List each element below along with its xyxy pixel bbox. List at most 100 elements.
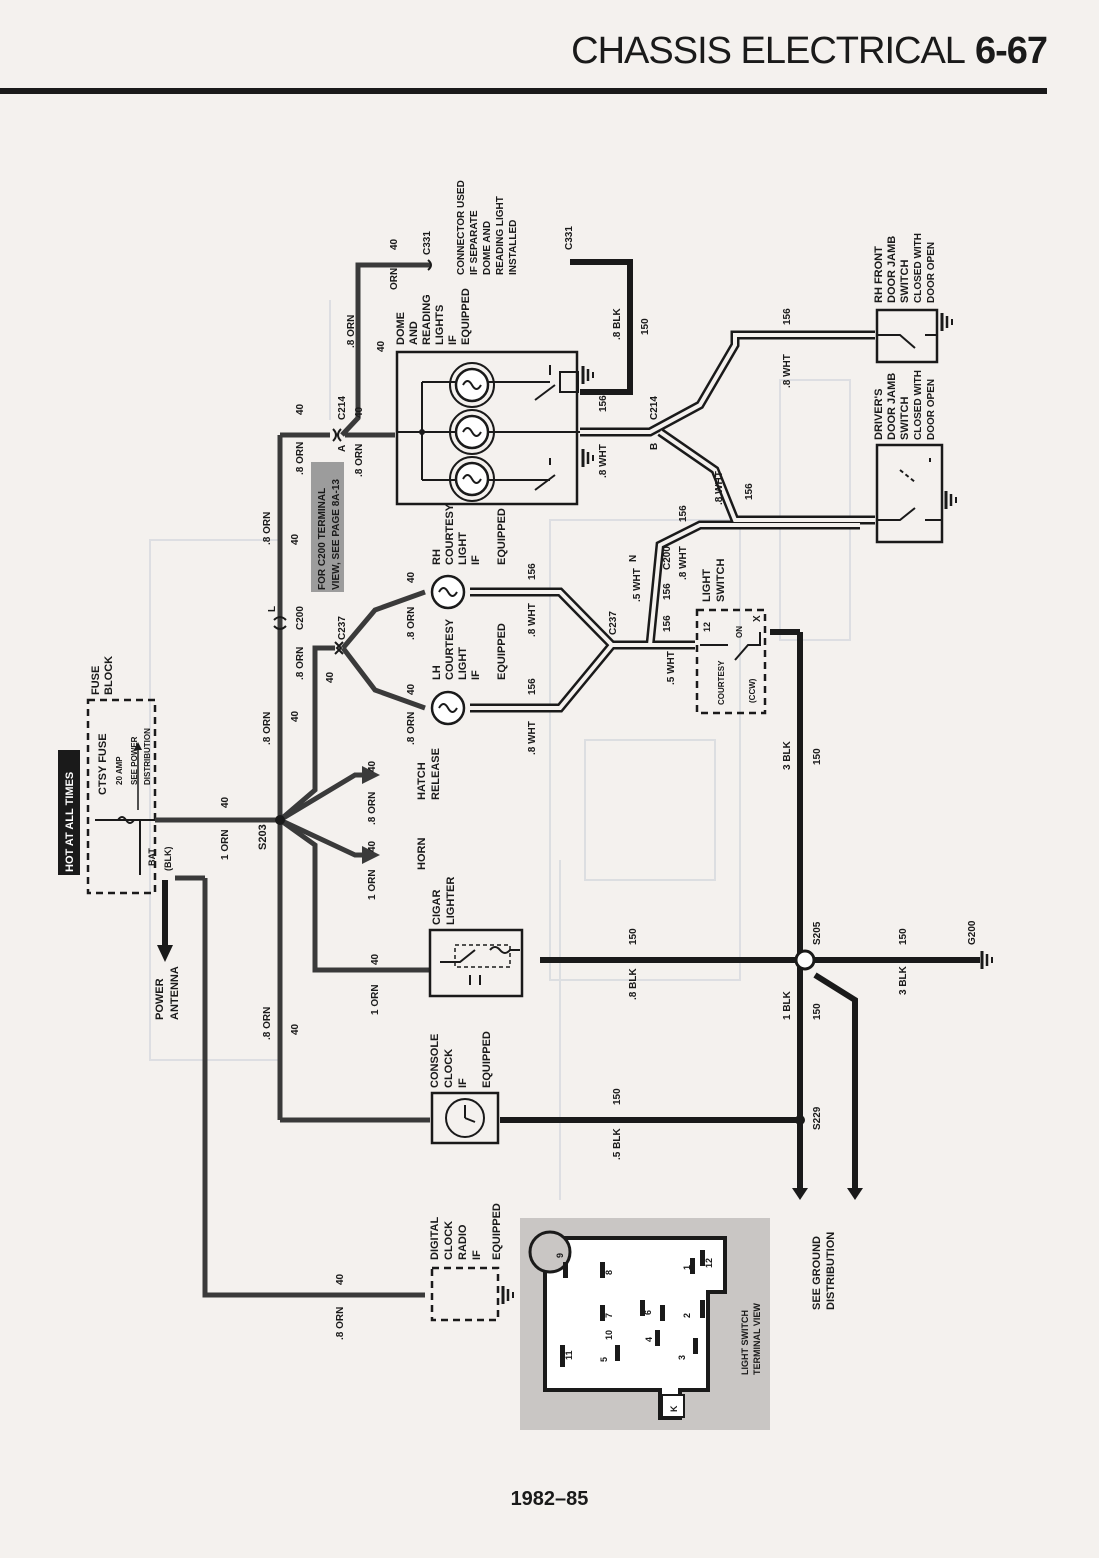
term-4: 4 bbox=[644, 1337, 654, 1342]
drv-jamb-1: DRIVER'S bbox=[873, 388, 885, 440]
term-8: 8 bbox=[604, 1270, 614, 1275]
splice-s203 bbox=[275, 815, 285, 825]
w-8orn-l: .8 ORN bbox=[335, 1307, 346, 1340]
header-rule bbox=[0, 88, 1047, 94]
w-150-d: 150 bbox=[812, 748, 823, 765]
w-40-o: 40 bbox=[335, 1273, 346, 1285]
s205-label: S205 bbox=[812, 921, 823, 945]
cigar-1: CIGAR bbox=[431, 890, 443, 926]
rh-1: RH bbox=[431, 549, 443, 565]
orn-wires bbox=[155, 262, 430, 1298]
s203-label: S203 bbox=[257, 824, 269, 850]
ground-dist-1: SEE GROUND bbox=[811, 1236, 823, 1310]
radio-5: EQUIPPED bbox=[491, 1203, 503, 1260]
w-8blk-a: .8 BLK bbox=[612, 308, 623, 340]
ls-pin-12: 12 bbox=[702, 622, 712, 632]
w-156-g: 156 bbox=[662, 583, 673, 600]
w-8wht-f: .8 WHT bbox=[678, 546, 689, 580]
page-number: 6-67 bbox=[974, 30, 1048, 72]
drv-jamb-3: SWITCH bbox=[899, 397, 911, 440]
hatch-2: RELEASE bbox=[430, 748, 442, 800]
c237-label-a: C237 bbox=[337, 616, 348, 640]
w-150-a: 150 bbox=[640, 318, 651, 335]
w-40-a: 40 bbox=[220, 796, 231, 808]
horn-label: HORN bbox=[416, 838, 428, 870]
term-k: K bbox=[669, 1405, 679, 1412]
hatch-arrow bbox=[362, 766, 380, 784]
w-156-h: 156 bbox=[662, 615, 673, 632]
w-8orn-h: .8 ORN bbox=[406, 607, 417, 640]
splice-s205 bbox=[794, 949, 816, 971]
w-8wht-c: .8 WHT bbox=[714, 471, 725, 505]
w-40-h: 40 bbox=[354, 406, 365, 418]
w-40-m: 40 bbox=[370, 953, 381, 965]
fuse-block-label-2: BLOCK bbox=[103, 656, 115, 695]
w-40-i: 40 bbox=[406, 571, 417, 583]
dome-1: DOME bbox=[395, 312, 407, 345]
light-switch: LIGHT SWITCH COURTESY ON (CCW) 12 X bbox=[695, 559, 767, 715]
c214-pin-b: B bbox=[649, 443, 660, 450]
wht-labels: 156 .8 WHT C214 B 156 .8 WHT .8 WHT 156 … bbox=[527, 308, 793, 755]
tv-2: TERMINAL VIEW bbox=[752, 1303, 762, 1375]
rh-jamb-3: SWITCH bbox=[899, 260, 911, 303]
clock-4: EQUIPPED bbox=[481, 1031, 493, 1088]
digital-clock-radio: DIGITAL CLOCK RADIO IF EQUIPPED bbox=[429, 1203, 515, 1322]
term-5: 5 bbox=[599, 1357, 609, 1362]
c200-note-1: FOR C200 TERMINAL bbox=[317, 488, 328, 590]
c200-pin-n: N bbox=[628, 555, 639, 562]
c214-label-b: C214 bbox=[649, 396, 660, 420]
term-11: 11 bbox=[564, 1350, 574, 1360]
note-5: INSTALLED bbox=[508, 220, 519, 275]
s229-label: S229 bbox=[812, 1106, 823, 1130]
ground-arrow-1 bbox=[792, 1188, 808, 1200]
rh-3: LIGHT bbox=[457, 532, 469, 565]
w-8blk-b: .8 BLK bbox=[628, 968, 639, 1000]
wiring-diagram: HOT AT ALL TIMES FUSE BLOCK CTSY FUSE 20… bbox=[58, 180, 994, 1430]
ground-dist-2: DISTRIBUTION bbox=[825, 1232, 837, 1310]
ls-pin-x: X bbox=[752, 615, 763, 622]
cigar-2: LIGHTER bbox=[445, 877, 457, 925]
c200-label-b: C200 bbox=[662, 546, 673, 570]
note-2: IF SEPARATE bbox=[469, 210, 480, 275]
radio-3: RADIO bbox=[457, 1224, 469, 1260]
ls-courtesy: COURTESY bbox=[717, 660, 726, 705]
w-40-d: 40 bbox=[295, 403, 306, 415]
blk-label: (BLK) bbox=[163, 847, 173, 872]
ctsy-fuse-label: CTSY FUSE bbox=[97, 733, 109, 795]
w-40-e: 40 bbox=[325, 671, 336, 683]
c214-pin-a: A bbox=[337, 445, 348, 452]
rh-jamb-1: RH FRONT bbox=[873, 246, 885, 303]
w-150-e: 150 bbox=[812, 1003, 823, 1020]
see-power-2: DISTRIBUTION bbox=[143, 728, 152, 785]
w-5blk: .5 BLK bbox=[612, 1128, 623, 1160]
g200-label: G200 bbox=[967, 920, 978, 945]
w-5wht-a: .5 WHT bbox=[632, 568, 643, 602]
term-10: 10 bbox=[604, 1330, 614, 1340]
fuse-block: HOT AT ALL TIMES FUSE BLOCK CTSY FUSE 20… bbox=[58, 656, 173, 895]
c200-note-2: VIEW, SEE PAGE 8A-13 bbox=[331, 479, 342, 590]
w-156-d: 156 bbox=[678, 505, 689, 522]
w-5wht-b: .5 WHT bbox=[666, 651, 677, 685]
rh-jamb-5: DOOR OPEN bbox=[926, 242, 937, 303]
w-150-c: 150 bbox=[612, 1088, 623, 1105]
clock-1: CONSOLE bbox=[429, 1034, 441, 1088]
horn-arrow bbox=[362, 846, 380, 864]
lh-2: COURTESY bbox=[444, 618, 456, 680]
w-40-c: 40 bbox=[290, 533, 301, 545]
w-156-a: 156 bbox=[598, 395, 609, 412]
w-8wht-d: .8 WHT bbox=[527, 603, 538, 637]
splice-s229 bbox=[795, 1115, 805, 1125]
term-6: 6 bbox=[643, 1310, 653, 1315]
w-8orn-j: .8 ORN bbox=[367, 792, 378, 825]
term-1: 1 bbox=[682, 1265, 692, 1270]
console-clock: CONSOLE CLOCK IF EQUIPPED bbox=[429, 1031, 500, 1145]
blk-wires bbox=[500, 259, 980, 1190]
w-8orn-g: .8 ORN bbox=[354, 444, 365, 477]
w-40-j: 40 bbox=[406, 683, 417, 695]
rh-5: EQUIPPED bbox=[496, 508, 508, 565]
connectors-left: L C200 C237 C214 A C331 FOR C200 TERMINA… bbox=[267, 231, 433, 655]
lh-5: EQUIPPED bbox=[496, 623, 508, 680]
section-title: CHASSIS ELECTRICAL bbox=[571, 30, 966, 72]
w-8wht-e: .8 WHT bbox=[527, 721, 538, 755]
